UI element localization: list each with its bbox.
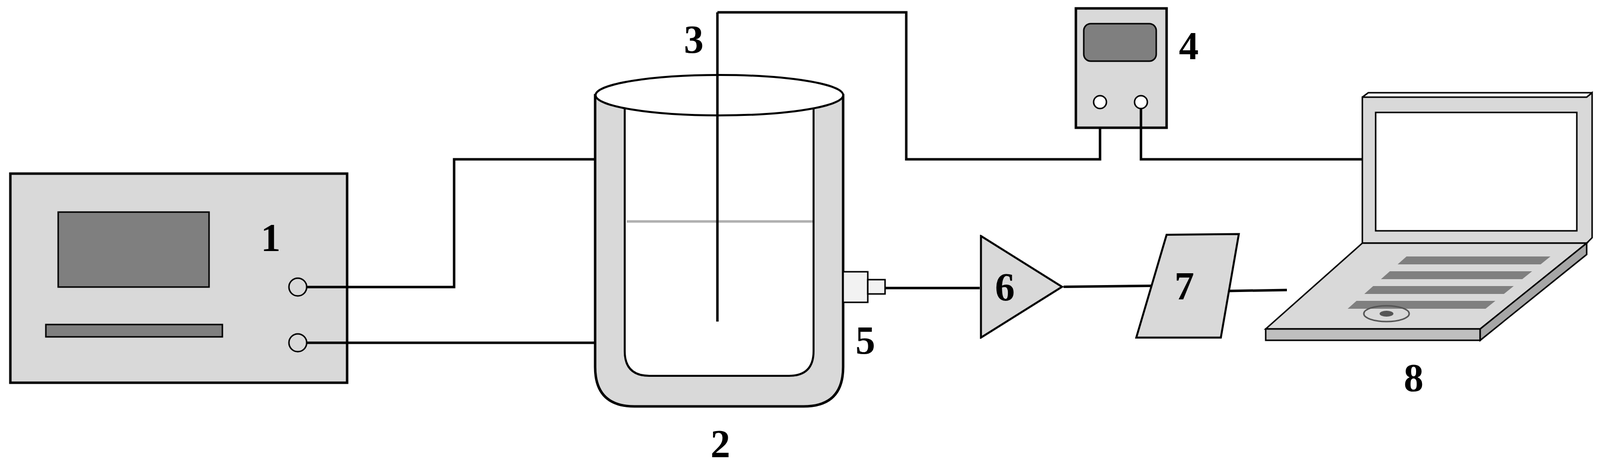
wire — [1226, 289, 1287, 291]
laptop-lid — [1362, 92, 1593, 244]
terminal — [1134, 95, 1148, 109]
power-screen — [58, 212, 210, 287]
touchpad — [1363, 305, 1410, 322]
node-outline — [979, 234, 1064, 339]
terminal — [288, 333, 307, 352]
laptop-front — [1265, 328, 1481, 341]
callout-number: 3 — [683, 19, 704, 60]
key-row — [1364, 285, 1514, 294]
callout-number: 8 — [1403, 357, 1424, 398]
jacket — [595, 95, 844, 407]
laptop-screen — [1375, 112, 1577, 231]
callout-number: 1 — [260, 217, 281, 258]
keyboard — [1347, 256, 1551, 309]
connector — [1063, 285, 1152, 287]
key-row — [1381, 271, 1532, 280]
node-shape — [981, 236, 1063, 338]
power-supply — [10, 173, 348, 383]
sensor-nub — [867, 279, 886, 294]
callout-number: 4 — [1178, 26, 1199, 66]
touchpad-dot — [1379, 310, 1394, 317]
wire — [885, 286, 980, 290]
terminal — [288, 278, 307, 296]
power-slot — [45, 324, 223, 337]
laptop-lid-edge — [1362, 92, 1593, 98]
wire — [306, 341, 596, 345]
amplifier-triangle: 6 — [979, 234, 1064, 339]
liquid-level — [626, 220, 813, 223]
node-label: 6 — [995, 267, 1015, 307]
connector-line — [1063, 285, 1152, 287]
wire — [717, 12, 1101, 160]
callout-number: 2 — [710, 424, 731, 464]
terminal — [1093, 95, 1107, 109]
daq-parallelogram: 7 — [1135, 232, 1241, 339]
key-row — [1397, 256, 1551, 265]
beaker-inner — [624, 98, 814, 376]
oscilloscope-screen — [1083, 23, 1157, 62]
oscilloscope — [1075, 8, 1167, 128]
beaker-rim — [595, 74, 844, 116]
wire — [306, 159, 596, 287]
node-shape — [1136, 234, 1240, 338]
callout-number: 5 — [855, 320, 876, 360]
sensor — [843, 271, 868, 303]
electrode — [716, 12, 719, 322]
wire — [1140, 108, 1363, 160]
node-label: 7 — [1174, 266, 1195, 306]
